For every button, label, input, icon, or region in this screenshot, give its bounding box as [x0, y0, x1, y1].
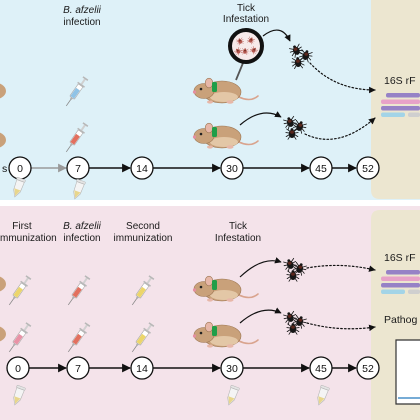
top-infection-species-label: B. afzelii [63, 5, 102, 16]
timeline-node [66, 156, 90, 180]
sequence-read-bar [408, 289, 420, 294]
tick-dish-icon [228, 28, 264, 64]
sequence-read-bar [386, 270, 420, 275]
timeline-node [220, 356, 244, 380]
timeline-day-label: 30 [226, 163, 238, 175]
dish-connector [235, 62, 244, 81]
bottom-tick-label: Tick [229, 221, 248, 232]
ticks-to-sequencing-arrow [306, 264, 376, 272]
timeline-day-label: 30 [226, 363, 238, 375]
sequence-read-bar [386, 93, 420, 98]
sequence-read-bar [381, 283, 420, 288]
timeline-day-label: 7 [75, 363, 81, 375]
first-immunization-label-line2: mmunization [0, 233, 57, 244]
first-immunization-label-line1: First [12, 221, 32, 232]
second-immunization-label-line1: Second [126, 221, 160, 232]
ticks-to-sequencing-arrow [309, 62, 376, 94]
timeline-day-label: 45 [315, 163, 327, 175]
timeline-day-label: 52 [362, 163, 374, 175]
partial-mouse-bottom-2 [0, 326, 6, 342]
bottom-panel-background [0, 206, 420, 420]
timeline-node [130, 356, 154, 380]
second-immunization-label-line2: immunization [114, 233, 173, 244]
sequence-read-bar [381, 106, 420, 111]
timeline-node [130, 156, 154, 180]
timeline-day-label: 14 [136, 363, 148, 375]
timeline-node [309, 356, 333, 380]
timeline-node [356, 156, 380, 180]
timeline-day-label: 0 [17, 163, 23, 175]
bottom-infection-label: infection [63, 233, 100, 244]
sequence-read-bar [381, 99, 420, 104]
timeline-day-label: 0 [15, 363, 21, 375]
top-panel: B. afzelii infection Tick Infestation [0, 3, 420, 201]
timeline-day-label: 52 [362, 363, 374, 375]
timeline-day-label: 45 [315, 363, 327, 375]
timeline-node [309, 156, 333, 180]
top-infestation-label: Infestation [223, 14, 269, 25]
ticks-to-sequencing-arrow [304, 117, 376, 140]
partial-mouse-bottom-1 [0, 276, 6, 292]
mouse-to-ticks-arrow [239, 307, 282, 324]
sequence-read-bar [381, 289, 405, 294]
sequence-read-bar [408, 112, 420, 117]
top-sequencing-label: 16S rF [384, 75, 416, 87]
pathogen-chart-area [396, 340, 420, 404]
top-infection-label: infection [63, 17, 100, 28]
dish-to-ticks-arrow [262, 29, 291, 42]
bottom-sequencing-label: 16S rF [384, 252, 416, 264]
ticks-to-pathogen-arrow [306, 322, 376, 332]
timeline-day-label: 14 [136, 163, 148, 175]
timeline-day-label: 7 [75, 163, 81, 175]
bottom-infestation-label: Infestation [215, 233, 261, 244]
pathogen-chart-frame [395, 339, 420, 405]
sequence-read-bar [381, 276, 420, 281]
mouse-to-ticks-arrow [239, 111, 282, 126]
bottom-infection-species-label: B. afzelii [63, 221, 102, 232]
mouse-to-ticks-arrow [239, 257, 282, 278]
timeline-node [6, 356, 30, 380]
timeline-axis-label-fragment: s [2, 163, 7, 175]
top-tick-label: Tick [237, 3, 256, 14]
pathogen-label: Pathog [384, 314, 417, 326]
partial-mouse-top-2 [0, 132, 6, 148]
bottom-panel: First mmunization B. afzelii infection S… [0, 221, 420, 407]
timeline-node [66, 356, 90, 380]
timeline-node [220, 156, 244, 180]
timeline-node [356, 356, 380, 380]
sequence-read-bar [381, 112, 405, 117]
partial-mouse-top-1 [0, 83, 6, 99]
